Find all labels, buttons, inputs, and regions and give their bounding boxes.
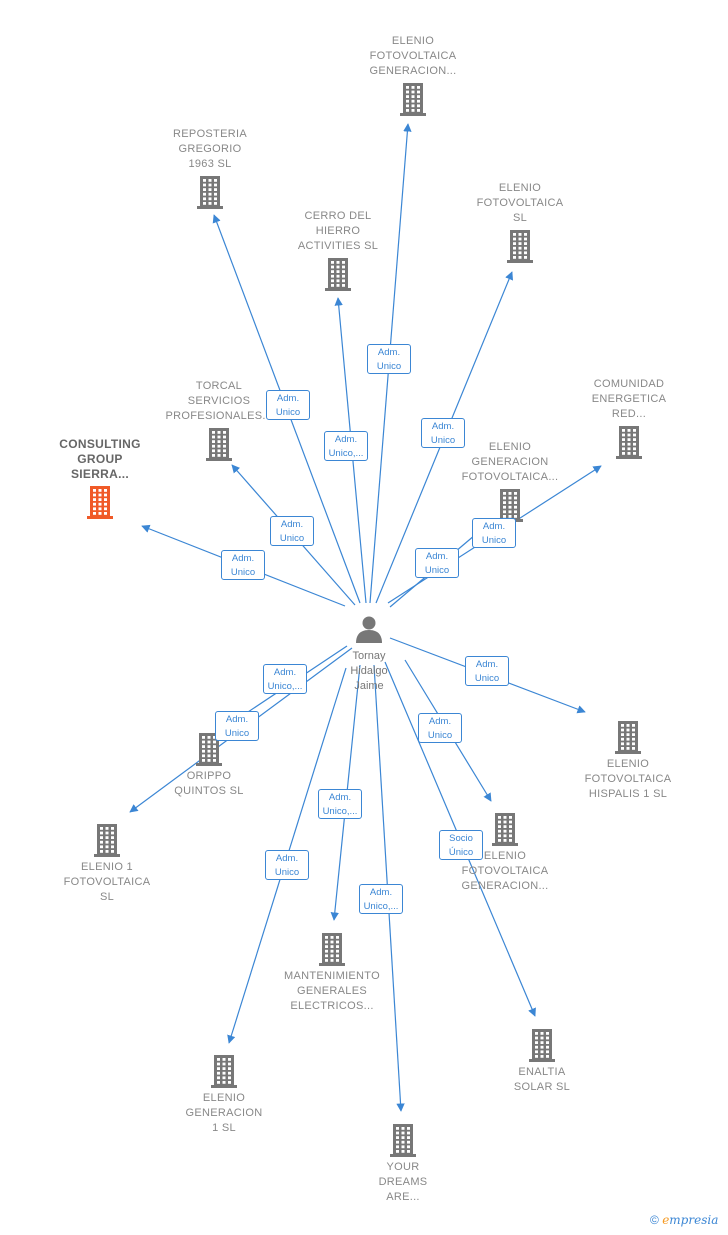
footer-brand[interactable]: © empresia [650, 1213, 718, 1227]
role-badge[interactable]: Adm. Unico [418, 713, 462, 743]
building-icon [507, 230, 533, 263]
company-node[interactable]: ENALTIA SOLAR SL [467, 1025, 617, 1095]
company-name: TORCAL SERVICIOS PROFESIONALES... [165, 380, 273, 422]
role-badge[interactable]: Adm. Unico [270, 516, 314, 546]
building-icon [325, 258, 351, 291]
person-icon [356, 616, 382, 643]
company-node[interactable]: ORIPPO QUINTOS SL [134, 729, 284, 799]
company-name: ELENIO 1 FOTOVOLTAICA SL [63, 861, 151, 903]
company-name: ELENIO FOTOVOLTAICA GENERACION... [369, 35, 457, 77]
company-name: MANTENIMIENTO GENERALES ELECTRICOS... [284, 970, 380, 1012]
building-icon [390, 1124, 416, 1157]
building-icon [529, 1029, 555, 1062]
company-node[interactable]: ELENIO 1 FOTOVOLTAICA SL [32, 820, 182, 905]
role-badge[interactable]: Adm. Unico [221, 550, 265, 580]
role-badge[interactable]: Adm. Unico,... [263, 664, 307, 694]
building-icon [492, 813, 518, 846]
company-node[interactable]: CONSULTING GROUP SIERRA... [25, 437, 175, 522]
company-node[interactable]: ELENIO GENERACION FOTOVOLTAICA... [435, 440, 585, 525]
person-name: Tornay Hidalgo Jaime [350, 650, 388, 692]
role-badge[interactable]: Adm. Unico [465, 656, 509, 686]
copyright-symbol: © [650, 1213, 659, 1227]
company-node[interactable]: CERRO DEL HIERRO ACTIVITIES SL [263, 209, 413, 294]
company-name: REPOSTERIA GREGORIO 1963 SL [173, 128, 247, 170]
role-badge[interactable]: Socio Único [439, 830, 483, 860]
building-icon [206, 428, 232, 461]
building-icon [87, 486, 113, 519]
company-name: ELENIO GENERACION FOTOVOLTAICA... [461, 441, 559, 483]
company-name: ELENIO FOTOVOLTAICA HISPALIS 1 SL [584, 758, 672, 800]
company-node[interactable]: ELENIO GENERACION 1 SL [149, 1051, 299, 1136]
company-name: CONSULTING GROUP SIERRA... [59, 437, 141, 481]
building-icon [197, 176, 223, 209]
company-name: YOUR DREAMS ARE... [378, 1161, 428, 1203]
company-node[interactable]: ELENIO FOTOVOLTAICA SL [445, 181, 595, 266]
role-badge[interactable]: Adm. Unico [421, 418, 465, 448]
role-badge[interactable]: Adm. Unico [472, 518, 516, 548]
company-name: ORIPPO QUINTOS SL [174, 770, 244, 797]
role-badge[interactable]: Adm. Unico [367, 344, 411, 374]
role-badge[interactable]: Adm. Unico [266, 390, 310, 420]
company-node[interactable]: ELENIO FOTOVOLTAICA GENERACION... [338, 34, 488, 119]
company-name: CERRO DEL HIERRO ACTIVITIES SL [297, 210, 379, 252]
role-badge[interactable]: Adm. Unico [415, 548, 459, 578]
role-badge[interactable]: Adm. Unico,... [324, 431, 368, 461]
company-name: ELENIO FOTOVOLTAICA GENERACION... [461, 850, 549, 892]
empresia-logo: empresia [662, 1213, 719, 1227]
company-node[interactable]: ELENIO FOTOVOLTAICA GENERACION... [430, 809, 580, 894]
company-node[interactable]: COMUNIDAD ENERGETICA RED... [554, 377, 704, 462]
company-node[interactable]: REPOSTERIA GREGORIO 1963 SL [135, 127, 285, 212]
role-badge[interactable]: Adm. Unico,... [359, 884, 403, 914]
building-icon [616, 426, 642, 459]
building-icon [319, 933, 345, 966]
building-icon [94, 824, 120, 857]
company-name: ELENIO GENERACION 1 SL [185, 1092, 263, 1134]
company-node[interactable]: MANTENIMIENTO GENERALES ELECTRICOS... [257, 929, 407, 1014]
person-node[interactable]: Tornay Hidalgo Jaime [334, 614, 404, 694]
company-name: ENALTIA SOLAR SL [513, 1066, 571, 1093]
building-icon [400, 83, 426, 116]
building-icon [615, 721, 641, 754]
company-name: COMUNIDAD ENERGETICA RED... [591, 378, 667, 420]
role-badge[interactable]: Adm. Unico [265, 850, 309, 880]
role-badge[interactable]: Adm. Unico,... [318, 789, 362, 819]
company-node[interactable]: ELENIO FOTOVOLTAICA HISPALIS 1 SL [553, 717, 703, 802]
company-node[interactable]: TORCAL SERVICIOS PROFESIONALES... [144, 379, 294, 464]
building-icon [196, 733, 222, 766]
company-name: ELENIO FOTOVOLTAICA SL [476, 182, 564, 224]
company-node[interactable]: YOUR DREAMS ARE... [328, 1120, 478, 1205]
building-icon [211, 1055, 237, 1088]
role-badge[interactable]: Adm. Unico [215, 711, 259, 741]
